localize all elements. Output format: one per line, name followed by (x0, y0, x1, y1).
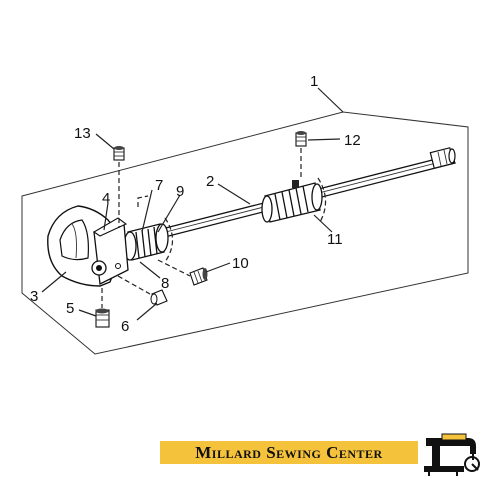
screw-10 (189, 267, 208, 286)
callout-2: 2 (206, 173, 214, 190)
callout-7: 7 (155, 177, 163, 194)
coupling-guide (317, 177, 327, 223)
set-screw-12 (295, 131, 307, 147)
callout-13: 13 (74, 125, 91, 142)
callout-8: 8 (161, 275, 169, 292)
callout-5: 5 (66, 300, 74, 317)
callout-11: 11 (327, 231, 343, 248)
callout-12: 12 (344, 132, 361, 149)
sewing-machine-icon (424, 433, 480, 476)
callout-1: 1 (310, 73, 318, 90)
coupling (261, 180, 323, 223)
callout-4: 4 (102, 190, 110, 207)
shaft-end (429, 147, 456, 169)
callout-6: 6 (121, 318, 129, 335)
pin-6 (150, 289, 168, 306)
collar-bracket (137, 195, 149, 207)
brand-name: Millard Sewing Center (195, 442, 383, 462)
brand-banner: Millard Sewing Center (160, 441, 418, 464)
screw-5 (95, 308, 110, 328)
hook-body (47, 205, 129, 287)
callout-3: 3 (30, 288, 38, 305)
callout-10: 10 (232, 255, 249, 272)
callout-9: 9 (176, 183, 184, 200)
callout-labels: 1 2 3 4 5 6 7 8 9 10 11 12 13 (30, 73, 361, 335)
screw-13 (113, 146, 125, 161)
leader-lines (41, 87, 344, 321)
collar-guide (164, 217, 174, 263)
